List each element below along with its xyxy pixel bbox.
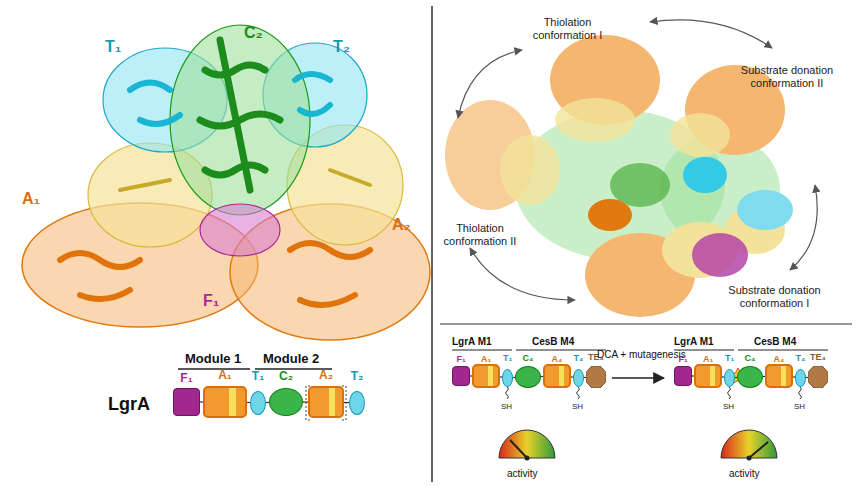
activity-gauge bbox=[721, 430, 777, 461]
domain-label: A₁ bbox=[703, 355, 713, 364]
domain-shape: A₁ bbox=[472, 364, 500, 388]
construct-label: CesB M4 bbox=[754, 336, 796, 348]
domain-label: T₄ bbox=[796, 354, 806, 363]
octagon-outline bbox=[808, 366, 828, 388]
conformation-label: Substrate donation conformation I bbox=[712, 284, 837, 309]
domain-label: F₁ bbox=[456, 355, 465, 364]
construct-label: CesB M4 bbox=[532, 336, 574, 348]
domain-shape: TE₄ bbox=[808, 366, 828, 388]
conformation-label: Thiolation conformation I bbox=[515, 16, 620, 41]
domain-shape: C₄ bbox=[515, 366, 541, 388]
module-label: Module 1 bbox=[185, 352, 241, 367]
domain-shape: T₂ bbox=[349, 391, 365, 415]
domain-shape: T₁ bbox=[724, 369, 735, 387]
activity-gauge bbox=[499, 430, 555, 461]
conformation-label: Substrate donation conformation II bbox=[728, 64, 846, 89]
domain-label: F₁ bbox=[180, 372, 192, 384]
octagon-outline bbox=[586, 366, 606, 388]
domain-label: T₄ bbox=[574, 354, 584, 363]
domain-shape: T₁ bbox=[250, 391, 266, 415]
domain-shape: F₁ bbox=[173, 388, 200, 416]
domain-label: C₂ bbox=[279, 370, 293, 382]
gauge-label: activity bbox=[729, 468, 760, 480]
domain-shape: F₁ bbox=[452, 366, 470, 386]
section-rule bbox=[440, 324, 852, 325]
domain-callout: F₁ bbox=[203, 292, 219, 310]
domain-label: C₄ bbox=[523, 354, 534, 363]
domain-shape: A₁ bbox=[203, 386, 247, 418]
domain-shape: T₄ bbox=[573, 369, 584, 387]
treatment-label: DCA + mutagenesis bbox=[597, 349, 686, 361]
thiol-label: SH bbox=[501, 402, 512, 411]
thiol-label: SH bbox=[723, 402, 734, 411]
domain-label: T₁ bbox=[503, 354, 512, 363]
domain-shape: A₄ bbox=[765, 364, 793, 388]
domain-label: T₁ bbox=[725, 354, 734, 363]
domain-label: A₄ bbox=[552, 355, 563, 364]
domain-callout: C₂ bbox=[244, 24, 263, 42]
domain-callout: A₂ bbox=[392, 216, 411, 234]
domain-label: C₄ bbox=[745, 354, 756, 363]
construct-label: LgrA M1 bbox=[452, 336, 492, 348]
domain-label: A₄ bbox=[774, 355, 785, 364]
lgra-structure bbox=[22, 25, 430, 340]
domain-label: A₁ bbox=[218, 369, 232, 381]
domain-label: T₂ bbox=[351, 370, 364, 382]
domain-label: T₁ bbox=[252, 370, 264, 382]
domain-label: TE₄ bbox=[810, 353, 826, 362]
domain-callout: T₁ bbox=[105, 38, 121, 56]
gauge-label: activity bbox=[507, 468, 538, 480]
domain-shape: TE₄ bbox=[586, 366, 606, 388]
domain-shape: T₁ bbox=[502, 369, 513, 387]
domain-label: A₂ bbox=[319, 369, 333, 381]
domain-shape: F₁ bbox=[674, 366, 692, 386]
domain-callout: A₁ bbox=[22, 190, 40, 208]
domain-shape: C₂ bbox=[269, 388, 303, 416]
domain-callout: T₂ bbox=[333, 38, 350, 56]
module-label: Module 2 bbox=[263, 352, 319, 367]
domain-shape: A₂ bbox=[308, 386, 344, 418]
domain-shape: T₄ bbox=[795, 369, 806, 387]
panel-divider bbox=[431, 6, 433, 482]
domain-shape: A₁ bbox=[694, 364, 722, 388]
thiol-label: SH bbox=[794, 402, 805, 411]
protein-name: LgrA bbox=[108, 394, 150, 415]
conformation-ensemble bbox=[445, 35, 793, 317]
domain-shape: A₄ bbox=[543, 364, 571, 388]
domain-label: A₁ bbox=[481, 355, 491, 364]
domain-shape: C₄ bbox=[737, 366, 763, 388]
conformation-label: Thiolation conformation II bbox=[440, 222, 520, 247]
construct-label: LgrA M1 bbox=[674, 336, 714, 348]
thiol-label: SH bbox=[572, 402, 583, 411]
